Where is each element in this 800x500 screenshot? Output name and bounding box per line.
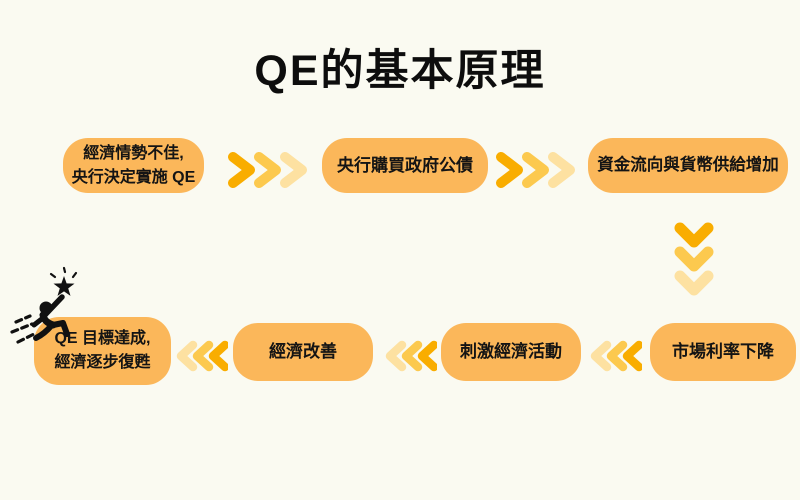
chevrons-right-icon [496, 152, 575, 188]
chevrons-right-icon [228, 152, 307, 188]
chevrons-left-icon [176, 340, 228, 372]
step-label: 經濟情勢不佳, [83, 144, 184, 162]
step-label: 市場利率下降 [672, 342, 774, 362]
step-box-buy-bonds: 央行購買政府公債 [322, 138, 488, 193]
step-box-economy-improves: 經濟改善 [233, 323, 373, 381]
step-label: 央行購買政府公債 [337, 155, 473, 175]
step-box-stimulate: 刺激經濟活動 [441, 323, 581, 381]
speed-lines-icon [10, 314, 36, 344]
step-label: 經濟逐步復甦 [54, 354, 151, 371]
page-title: QE的基本原理 [254, 47, 546, 95]
chevrons-left-icon [385, 340, 437, 372]
step-label: 央行決定實施 QE [71, 168, 196, 186]
step-box-money-supply: 資金流向與貨幣供給增加 [588, 138, 788, 193]
leaping-person-icon [31, 294, 70, 341]
step-label: 經濟改善 [269, 342, 337, 362]
step-label: QE 目標達成, [54, 330, 151, 347]
step-box-rates-down: 市場利率下降 [650, 323, 796, 381]
step-box-qe-start: 經濟情勢不佳, 央行決定實施 QE [63, 138, 204, 193]
chevrons-left-icon [590, 340, 642, 372]
star-icon [49, 266, 78, 296]
step-label: 刺激經濟活動 [460, 342, 562, 362]
chevrons-down-icon [674, 222, 714, 296]
step-box-qe-goal: QE 目標達成, 經濟逐步復甦 [34, 317, 171, 385]
step-label: 資金流向與貨幣供給增加 [597, 156, 779, 175]
success-leap-icon [10, 266, 78, 344]
